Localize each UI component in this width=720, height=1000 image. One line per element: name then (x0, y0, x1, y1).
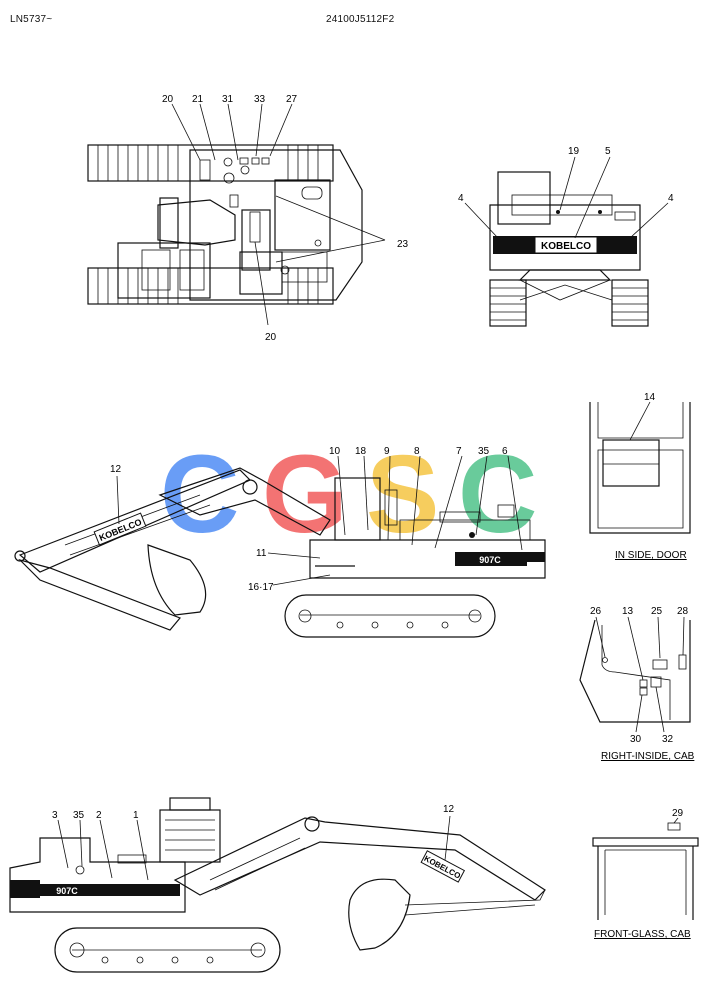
left-engine-cover (159, 809, 221, 863)
callout-28: 28 (677, 606, 689, 617)
callout-23: 23 (397, 239, 409, 250)
watermark-letter-g: G (262, 433, 348, 556)
front-glass-panel: 29 FRONT-GLASS, CAB (592, 808, 699, 940)
callout-5: 5 (605, 146, 611, 157)
watermark-letter-c1: C (160, 433, 239, 556)
rear-track-right (611, 279, 649, 327)
callout-20-bottom: 20 (265, 332, 277, 343)
decal-25 (652, 659, 668, 670)
callout-3: 3 (52, 810, 58, 821)
callout-6: 6 (502, 446, 508, 457)
callout-25: 25 (651, 606, 663, 617)
left-bucket (348, 878, 411, 951)
callout-18: 18 (355, 446, 367, 457)
rear-counterweight (489, 204, 641, 271)
callout-16-17: 16·17 (248, 582, 274, 593)
right-track (284, 594, 496, 638)
callout-32: 32 (662, 734, 674, 745)
serial-number: LN5737~ (10, 14, 53, 25)
right-bucket (147, 544, 207, 616)
part-number: 24100J5112F2 (326, 14, 395, 25)
callout-9: 9 (384, 446, 390, 457)
left-boom (173, 817, 546, 901)
right-model-badge: 907C (479, 555, 501, 565)
left-stripe (40, 884, 180, 896)
callout-1: 1 (133, 810, 139, 821)
callout-20-top: 20 (162, 94, 174, 105)
side-view-left: 907C KOBELCO (9, 797, 546, 973)
watermark: C G S C (160, 433, 537, 556)
top-view: 20 21 31 33 27 23 20 (87, 94, 409, 343)
callout-14: 14 (644, 392, 656, 403)
callout-26: 26 (590, 606, 602, 617)
left-upper-structure (9, 837, 186, 913)
decal-29 (667, 822, 681, 831)
callout-35-left: 35 (73, 810, 85, 821)
callout-31: 31 (222, 94, 234, 105)
callout-4-right: 4 (668, 193, 674, 204)
callout-29: 29 (672, 808, 684, 819)
decal-28 (678, 654, 687, 670)
left-track (54, 927, 281, 973)
top-track-upper (87, 144, 334, 182)
callout-21: 21 (192, 94, 204, 105)
rear-cab (497, 171, 551, 225)
top-upper-structure (189, 149, 363, 301)
door-outline (589, 402, 691, 534)
callout-12-left: 12 (443, 804, 455, 815)
decal-14 (602, 439, 660, 487)
callout-4-left: 4 (458, 193, 464, 204)
callout-10: 10 (329, 446, 341, 457)
callout-33: 33 (254, 94, 266, 105)
top-cab (117, 242, 211, 299)
watermark-letter-s: S (366, 433, 439, 556)
callout-19: 19 (568, 146, 580, 157)
callout-30: 30 (630, 734, 642, 745)
callout-35-right: 35 (478, 446, 490, 457)
side-view-right: KOBELCO 907C (14, 446, 546, 638)
callout-2: 2 (96, 810, 102, 821)
callout-7: 7 (456, 446, 462, 457)
right-boom (158, 467, 331, 536)
rear-view: KOBELCO 19 5 4 4 (458, 146, 674, 327)
cab-outline (579, 619, 691, 723)
rear-logo: KOBELCO (541, 241, 591, 252)
top-boom-base (157, 199, 236, 246)
decal-30 (639, 679, 648, 688)
left-stripe-rear (10, 880, 40, 898)
callout-13: 13 (622, 606, 634, 617)
callout-27: 27 (286, 94, 298, 105)
left-model-badge: 907C (56, 886, 78, 896)
caption-front-glass: FRONT-GLASS, CAB (594, 929, 691, 940)
caption-right-inside-cab: RIGHT-INSIDE, CAB (601, 751, 695, 762)
right-stripe (455, 552, 527, 566)
callout-11: 11 (256, 548, 267, 559)
callout-12-right: 12 (110, 464, 122, 475)
rear-track-left (489, 279, 527, 327)
decal-20-upper (199, 159, 211, 181)
decal-33 (251, 157, 260, 165)
decal-20-lower (249, 211, 261, 243)
right-cab (334, 477, 381, 541)
callout-8: 8 (414, 446, 420, 457)
watermark-letter-c2: C (458, 433, 537, 556)
right-inside-cab-panel: 26 13 25 28 30 32 RIGHT-INSIDE, CAB (579, 606, 695, 762)
inside-door-panel: 14 IN SIDE, DOOR (589, 392, 691, 561)
caption-inside-door: IN SIDE, DOOR (615, 550, 687, 561)
